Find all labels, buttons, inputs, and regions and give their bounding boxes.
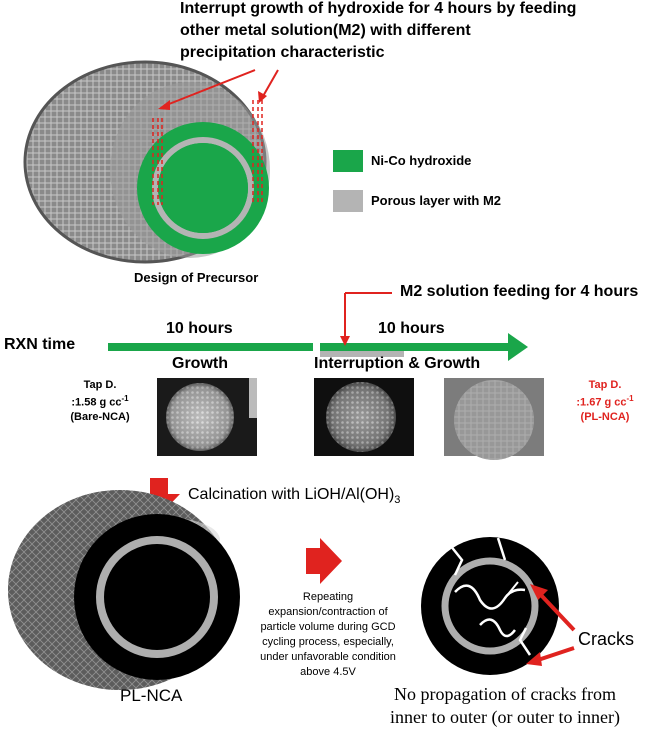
no-propagation-text: No propagation of cracks from inner to o… — [355, 683, 655, 729]
repeating-line2: expansion/contraction of — [268, 606, 388, 618]
growth-label: Growth — [172, 355, 228, 372]
tap-bare-line1: Tap D. — [83, 379, 117, 391]
legend-label-hydroxide: Ni-Co hydroxide — [371, 153, 472, 168]
cracked-particle — [421, 537, 559, 675]
rxn-time-label: RXN time — [4, 336, 76, 353]
legend-swatch-porous — [333, 190, 363, 212]
cracks-pointer-arrows — [526, 584, 576, 666]
repeating-line1: Repeating — [302, 591, 354, 603]
tap-pl-line3: (PL-NCA) — [580, 410, 630, 423]
repeating-line3: particle volume during GCD — [260, 621, 396, 633]
pl-nca-circle — [74, 514, 240, 680]
cracks-label: Cracks — [578, 629, 635, 649]
legend-swatch-hydroxide — [333, 150, 363, 172]
hours-label-1: 10 hours — [166, 320, 233, 337]
timeline-arrow — [108, 333, 528, 361]
no-prop-line2: inner to outer (or outer to inner) — [390, 707, 620, 727]
repeating-line6: above 4.5V — [300, 666, 356, 678]
legend-label-porous: Porous layer with M2 — [371, 193, 502, 208]
title-line-2: other metal solution(M2) with different — [180, 22, 471, 39]
repeating-line4: cycling process, especially, — [262, 636, 394, 648]
sem-image-interruption — [314, 378, 414, 456]
hours-label-2: 10 hours — [378, 320, 445, 337]
no-prop-line1: No propagation of cracks from — [394, 684, 616, 704]
sem-image-cross-section — [444, 378, 544, 460]
tap-density-bare: Tap D. :1.58 g cc-1 (Bare-NCA) — [48, 378, 152, 424]
calcination-label: Calcination with LiOH/Al(OH)3 — [188, 486, 401, 507]
tap-pl-line1: Tap D. — [588, 379, 622, 391]
process-arrow — [306, 538, 342, 584]
feeding-label: M2 solution feeding for 4 hours — [400, 283, 639, 300]
design-of-precursor-label: Design of Precursor — [134, 270, 259, 285]
tap-bare-line2: :1.58 g cc-1 — [71, 394, 129, 409]
title-pointer-arrows — [158, 69, 279, 110]
tap-bare-line3: (Bare-NCA) — [70, 410, 130, 423]
precursor-design-circle — [137, 122, 269, 254]
feeding-pointer — [340, 292, 392, 346]
repeating-line5: under unfavorable condition — [260, 651, 396, 663]
title-line-1: Interrupt growth of hydroxide for 4 hour… — [180, 0, 577, 17]
sem-image-growth — [157, 378, 257, 456]
tap-density-pl: Tap D. :1.67 g cc-1 (PL-NCA) — [555, 378, 655, 424]
repeating-description: Repeating expansion/contraction of parti… — [238, 590, 418, 680]
tap-pl-line2: :1.67 g cc-1 — [576, 394, 634, 409]
title-line-3: precipitation characteristic — [180, 44, 385, 61]
dashed-guides — [152, 100, 263, 205]
interruption-growth-label: Interruption & Growth — [314, 355, 481, 372]
pl-nca-label: PL-NCA — [120, 686, 183, 705]
